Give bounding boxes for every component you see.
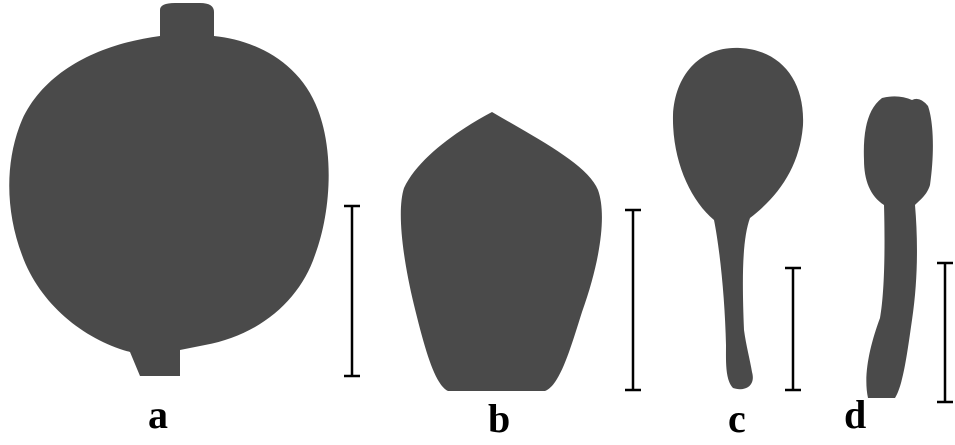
silhouette-d — [864, 96, 933, 398]
scale-bar-c — [785, 268, 801, 390]
panel-a: a — [9, 3, 360, 437]
panel-c: c — [673, 48, 803, 441]
panel-d: d — [844, 96, 953, 437]
panel-label-b: b — [488, 396, 510, 441]
panel-label-d: d — [844, 392, 866, 437]
panel-label-a: a — [148, 392, 168, 437]
silhouette-a — [9, 3, 328, 376]
panel-label-c: c — [728, 396, 746, 441]
silhouette-b — [401, 112, 602, 391]
scale-bar-d — [937, 263, 953, 402]
panel-b: b — [401, 112, 641, 441]
silhouette-c — [673, 48, 803, 389]
scale-bar-a — [344, 206, 360, 376]
scale-bar-b — [625, 210, 641, 390]
